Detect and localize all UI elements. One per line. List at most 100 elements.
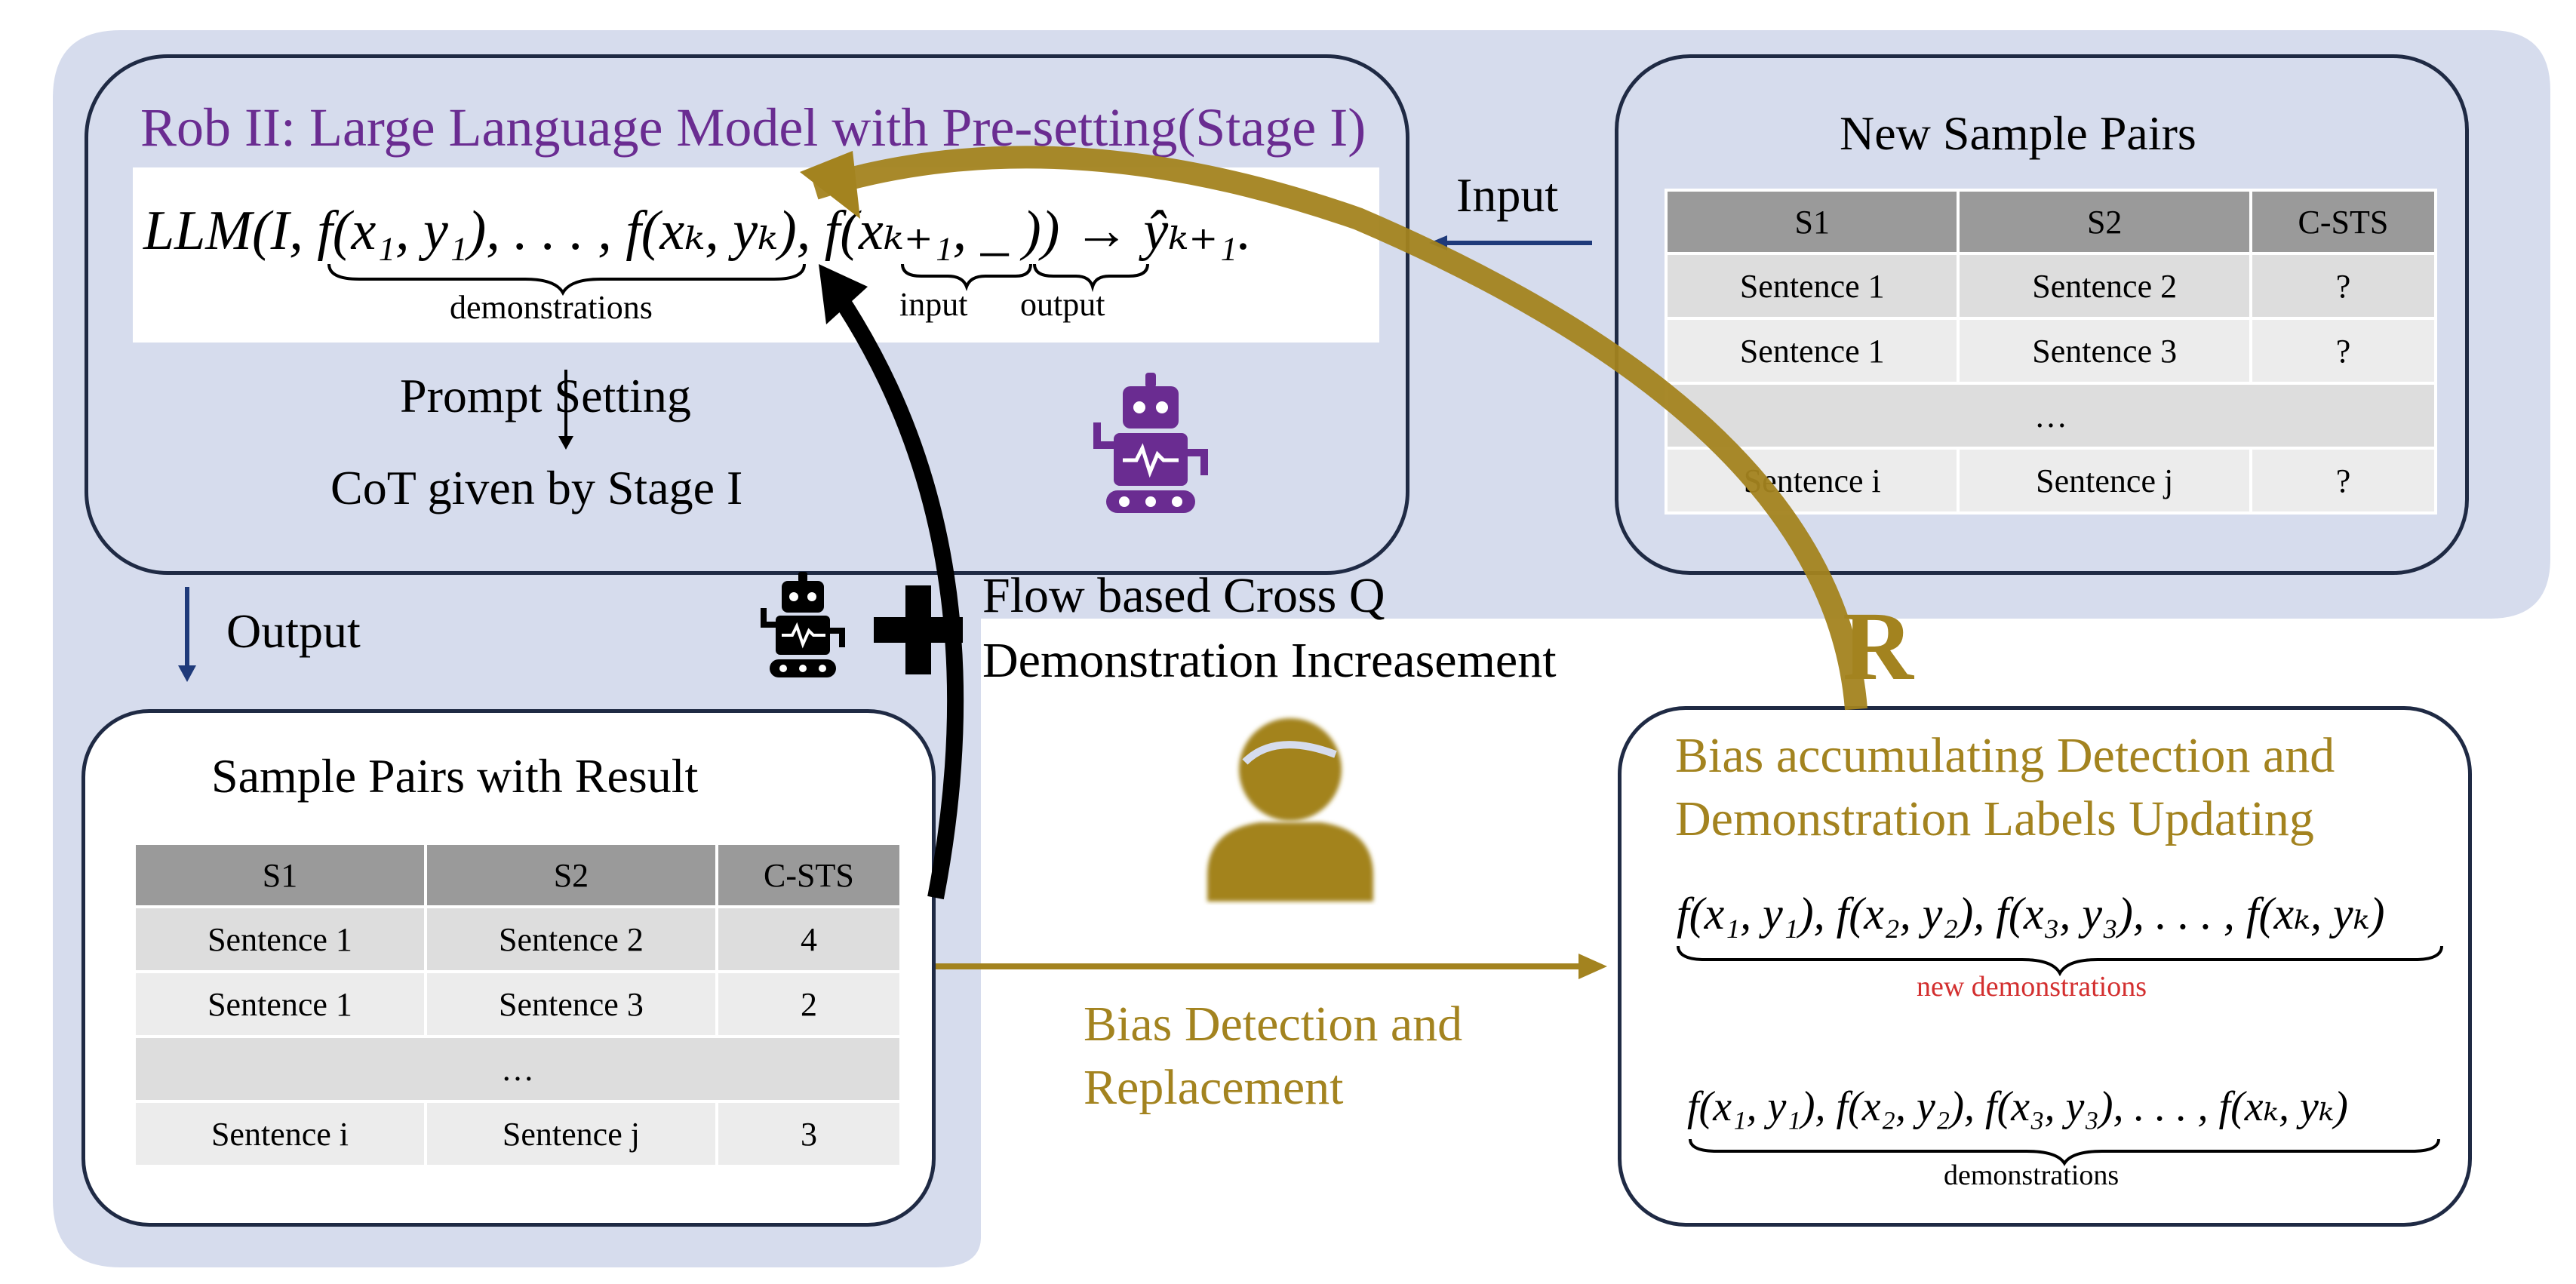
table-cell-ellipsis: … — [1665, 382, 2437, 450]
output-label: Output — [226, 604, 361, 658]
person-icon — [1207, 718, 1373, 902]
robot-arm-left — [1093, 422, 1114, 449]
new-demo-formula-text: f(x₁, y₁), f(x₂, y₂), f(x₃, y₃), . . . ,… — [1677, 889, 2385, 938]
table-cell-ellipsis: … — [133, 1035, 902, 1103]
table-row: Sentence i Sentence j 3 — [133, 1100, 903, 1168]
bias-arrow-head — [1578, 954, 1607, 979]
plus-icon — [874, 585, 963, 674]
formula-input-label: input — [899, 286, 968, 323]
table-cell: Sentence 3 — [423, 970, 718, 1038]
formula-output-label: output — [1020, 286, 1105, 323]
cot-label: CoT given by Stage I — [330, 461, 743, 515]
flow-label-line1: Flow based Cross Q — [982, 568, 1385, 623]
robot-icon — [761, 572, 845, 677]
robot-wheel-1 — [779, 665, 787, 672]
table-row: Sentence 1 Sentence 3 2 — [133, 970, 903, 1038]
formula-main: LLM(I, f(x₁, y₁), . . . , f(xₖ, yₖ), f(x… — [143, 200, 1252, 262]
robot-wheel-1 — [1119, 496, 1130, 507]
table-cell: ? — [2249, 447, 2438, 515]
table-cell: Sentence i — [1664, 447, 1960, 515]
input-arrow-head — [1429, 235, 1447, 250]
demo-formula: f(x₁, y₁), f(x₂, y₂), f(x₃, y₃), . . . ,… — [1687, 1082, 2348, 1131]
brace-demonstrations — [327, 263, 806, 296]
robot-antenna — [1145, 373, 1156, 388]
table-cell: Sentence 1 — [1664, 317, 1960, 385]
demonstrations-brace — [327, 263, 1149, 296]
input-label: Input — [1456, 168, 1559, 222]
prompt-arrow-head — [558, 436, 573, 450]
table-cell: 3 — [715, 1100, 903, 1168]
formula-demonstrations-label: demonstrations — [450, 289, 653, 326]
table-header: S1 — [133, 842, 427, 908]
table-cell: Sentence 1 — [1664, 252, 1960, 320]
table-header: C-STS — [2249, 189, 2438, 255]
robot-eye-left — [789, 592, 798, 601]
table-row: … — [1665, 382, 2437, 450]
input-arrow — [1429, 235, 1592, 250]
table-row: Sentence 1 Sentence 2 ? — [1664, 252, 2438, 320]
stage-box-title: Rob II: Large Language Model with Pre-se… — [140, 97, 1366, 158]
table-cell: Sentence 2 — [1957, 252, 2252, 320]
robot-wheel-3 — [1172, 496, 1182, 507]
prompt-down-arrow — [558, 370, 573, 450]
table-header: S1 — [1664, 189, 1960, 255]
robot-arm-right — [830, 628, 845, 647]
bias-detection-label-line2: Replacement — [1084, 1060, 1344, 1115]
flow-label-line2: Demonstration Increasement — [982, 633, 1557, 688]
table-cell: 4 — [715, 905, 903, 973]
demo-brace — [1689, 1138, 2440, 1166]
prompt-setting-label: Prompt Setting — [400, 369, 691, 422]
person-head — [1239, 718, 1342, 821]
new-demo-brace — [1677, 945, 2443, 977]
table-header-row: S1 S2 C-STS — [133, 842, 903, 908]
table-cell: Sentence i — [133, 1100, 427, 1168]
table-cell: Sentence j — [1957, 447, 2252, 515]
bias-detection-label-line1: Bias Detection and — [1084, 997, 1463, 1052]
robot-antenna — [798, 572, 807, 582]
person-body — [1207, 822, 1373, 902]
brace-demo — [1689, 1138, 2440, 1166]
result-table: S1 S2 C-STS Sentence 1 Sentence 2 4 Sent… — [133, 842, 903, 1168]
table-cell: Sentence 1 — [133, 905, 427, 973]
table-header: C-STS — [715, 842, 903, 908]
brace-input — [901, 263, 1032, 291]
plus-horizontal — [874, 617, 963, 643]
table-cell: Sentence j — [423, 1100, 718, 1168]
table-cell: ? — [2249, 317, 2438, 385]
table-cell: ? — [2249, 252, 2438, 320]
table-row: Sentence 1 Sentence 2 4 — [133, 905, 903, 973]
person-hair-line — [1242, 741, 1337, 765]
robot-eye-right — [1156, 401, 1168, 413]
bias-box-title-line2: Demonstration Labels Updating — [1675, 791, 2314, 846]
table-cell: 2 — [715, 970, 903, 1038]
output-arrow-head — [178, 665, 196, 682]
brace-new-demo — [1677, 945, 2443, 977]
r-label: R — [1843, 592, 1914, 701]
bias-box-title-line1: Bias accumulating Detection and — [1675, 728, 2335, 783]
table-header-row: S1 S2 C-STS — [1664, 189, 2438, 255]
robot-eye-right — [807, 592, 816, 601]
robot-arm-right — [1188, 449, 1208, 475]
table-cell: Sentence 2 — [423, 905, 718, 973]
robot-arm-left — [761, 608, 776, 628]
new-demo-label: new demonstrations — [1917, 971, 2147, 1003]
new-pairs-title: New Sample Pairs — [1840, 106, 2196, 160]
brace-output — [1033, 263, 1149, 293]
bias-box — [1618, 706, 2472, 1227]
output-arrow — [178, 587, 196, 682]
table-row: … — [133, 1035, 902, 1103]
robot-wheel-2 — [799, 665, 807, 672]
new-pairs-table: S1 S2 C-STS Sentence 1 Sentence 2 ? Sent… — [1664, 189, 2438, 515]
table-row: Sentence i Sentence j ? — [1664, 447, 2438, 515]
demo-formula-text: f(x₁, y₁), f(x₂, y₂), f(x₃, y₃), . . . ,… — [1687, 1083, 2348, 1130]
result-box-title: Sample Pairs with Result — [211, 749, 699, 803]
robot-eye-left — [1133, 401, 1145, 413]
table-cell: Sentence 3 — [1957, 317, 2252, 385]
table-cell: Sentence 1 — [133, 970, 427, 1038]
robot-head — [1123, 386, 1179, 429]
demo-label: demonstrations — [1944, 1160, 2120, 1191]
robot-wheel-3 — [819, 665, 826, 672]
bias-detection-arrow — [936, 954, 1607, 979]
new-demo-formula: f(x₁, y₁), f(x₂, y₂), f(x₃, y₃), . . . ,… — [1677, 887, 2385, 940]
